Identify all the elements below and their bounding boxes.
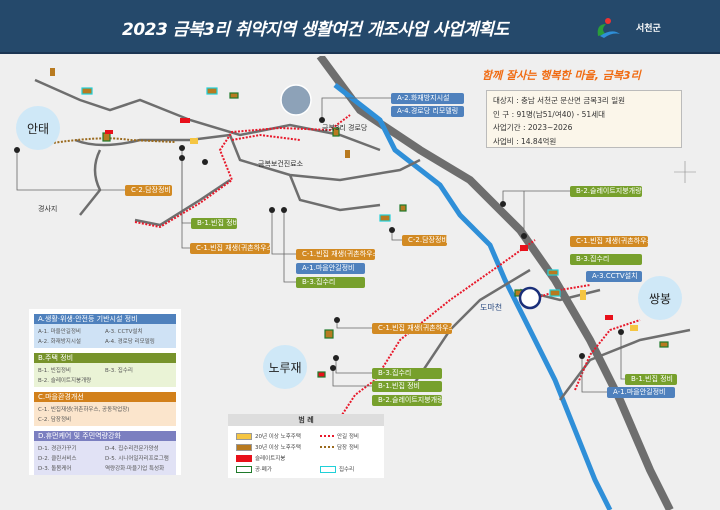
category-item: C-2. 담장정비 [38,417,72,423]
info-budget: 사업비 : 14.84억원 [493,136,557,146]
map-label: B-3.집수리 [296,277,365,288]
map-label: A-1.마을안길정비 [607,387,675,398]
project-info-box: 대상지 : 충남 서천군 문산면 금복3리 일원 인 구 : 91명(남51/여… [486,90,682,148]
category-item: A-1. 마을안길정비 [38,329,81,335]
category-item: A-3. CCTV설치 [105,329,143,335]
map-label: A-4.경로당 리모델링 [391,106,464,117]
place-antae: 안태 [16,106,60,150]
legend-item: 담장 정비 [320,443,359,451]
map-label: C-2.담장정비 [125,185,172,196]
place-norujae: 노루재 [263,345,307,389]
domacheon-stream [333,83,613,510]
map-label: C-1.빈집 재생(귀촌하우스) [570,236,648,247]
category-item: D-2. 클린서비스 [38,456,77,462]
map-label: B-3.집수리 [570,254,642,265]
map-label: C-2.담장정비 [402,235,447,246]
category-item: C-1. 빈집재생(귀촌하우스, 공동작업장) [38,407,130,413]
legend-item: 20년 이상 노후주택 [236,432,301,440]
senior-center-photo [280,84,312,116]
leader-lines [16,97,625,393]
map-label: B-1.빈집 정비 [625,374,677,385]
category-item: D-1. 경관가꾸기 [38,446,77,452]
category-item: B-2. 슬레이트지붕개량 [38,378,92,384]
place-ssangbong: 쌍봉 [638,276,682,320]
page-title: 2023 금복3리 취약지역 생활여건 개조사업 사업계획도 [122,20,509,40]
category-item: D-4. 집수리전문가양성 [105,446,159,452]
map-label: C-1.빈집 재생(귀촌하우스) [190,243,270,254]
info-location: 대상지 : 충남 서천군 문산면 금복3리 일원 [493,96,626,105]
category-item: D-3. 돌봄케어 [38,466,72,472]
category-b-title: B.주택 정비 [34,353,176,363]
category-panel: A.생활·위생·안전등 기반시설 정비 A-1. 마을안길정비 A-3. CCTV… [29,309,181,475]
marker-dots [14,117,624,371]
category-item: B-1. 빈집정비 [38,368,71,374]
legend-item: 안길 정비 [320,432,359,440]
category-a-items: A-1. 마을안길정비 A-3. CCTV설치 A-2. 화재방지시설 A-4. 경… [34,324,176,348]
info-period: 사업기간 : 2023~2026 [493,123,573,132]
map-label: B-2.슬레이트지붕개량 [570,186,642,197]
legend-item: 슬레이트지붕 [236,454,285,462]
legend-item: 집수리 [320,465,354,473]
category-item: 역량강화·마을기업 특성화 [105,466,165,472]
map-label: B-1.빈집 정비 [191,218,237,229]
highway-road [316,56,674,510]
compass-rose-icon [674,161,696,183]
slogan: 함께 잘사는 행복한 마을, 금복3리 [482,69,641,82]
map-label: B-2.슬레이트지붕개량 [372,395,442,406]
map-label: A-2.화재방지시설 [391,93,464,104]
fence-line [39,137,176,146]
info-population: 인 구 : 91명(남51/여40) - 51세대 [493,109,606,119]
cctv-marker [518,286,542,310]
category-d-items: D-1. 경관가꾸기 D-4. 집수리전문가양성 D-2. 클린서비스 D-5. 시… [34,441,176,475]
category-item: B-3. 집수리 [105,368,133,374]
logo-text: 서천군 [636,24,661,34]
category-c-items: C-1. 빈집재생(귀촌하우스, 공동작업장) C-2. 담장정비 [34,402,176,426]
houses [50,68,669,378]
legend-title: 범 례 [228,414,384,426]
category-c-title: C.마을환경개선 [34,392,176,402]
category-b-items: B-1. 빈집정비 B-3. 집수리 B-2. 슬레이트지붕개량 [34,363,176,387]
legend-item: 공·폐가 [236,465,272,473]
map-label: A-3.CCTV설치 [586,271,642,282]
map-label: B-3.집수리 [372,368,442,379]
place-stream: 도마천 [480,303,503,312]
category-item: A-4. 경로당 리모델링 [105,339,155,345]
seocheon-logo-icon [597,18,620,38]
place-senior-center: 금복3리 경로당 [322,124,368,132]
category-a-title: A.생활·위생·안전등 기반시설 정비 [34,314,176,324]
category-item: D-5. 시니어일자리프로그램 [105,456,169,462]
map-label: B-1.빈집 정비 [372,381,442,392]
map-label: C-1.빈집 재생(귀촌하우스) [372,323,452,334]
legend-item: 30년 이상 노후주택 [236,443,301,451]
category-item: A-2. 화재방지시설 [38,339,81,345]
header: 2023 금복3리 취약지역 생활여건 개조사업 사업계획도 서천군 [0,0,720,54]
category-d-title: D.휴먼케어 및 주민역량강화 [34,431,176,441]
map-legend: 범 례 20년 이상 노후주택 안길 정비 30년 이상 노후주택 담장 정비 … [228,414,384,478]
place-clinic: 금복보건진료소 [258,160,304,168]
village-map [14,56,696,510]
map-label: A-1.마을안길정비 [296,263,365,274]
place-slope: 경사지 [38,205,58,213]
map-label: C-1.빈집 재생(귀촌하우스) [296,249,375,260]
